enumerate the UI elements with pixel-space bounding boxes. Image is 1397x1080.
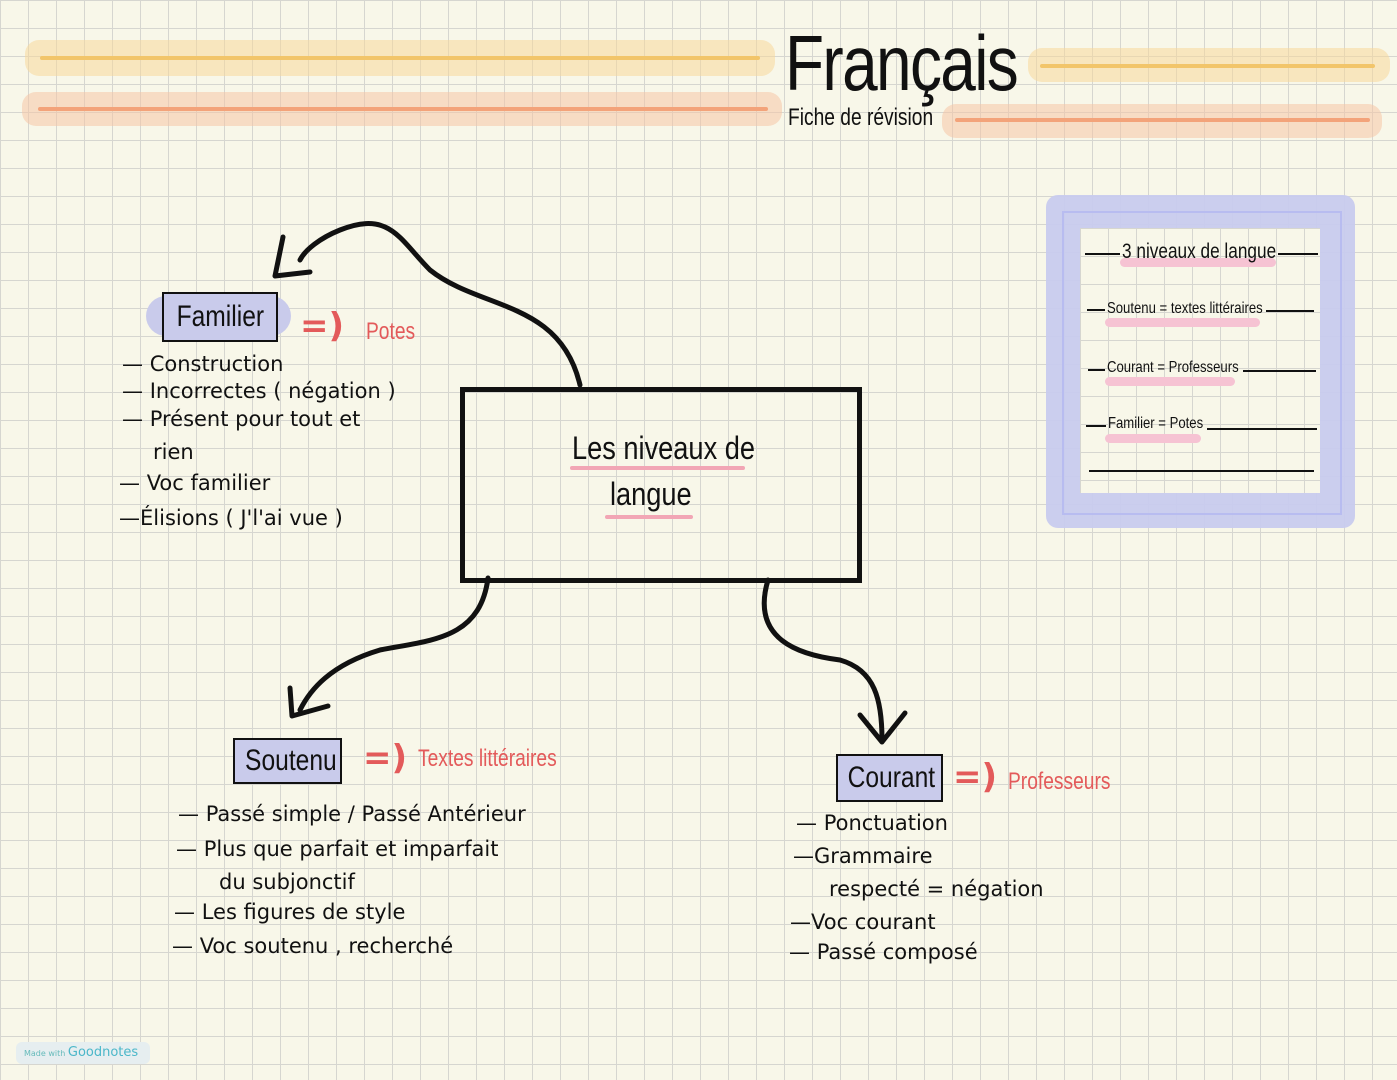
legend-rule [1207,428,1317,430]
goodnotes-badge: Made with Goodnotes [16,1042,150,1064]
courant-item: — Ponctuation [796,811,948,835]
familier-item: rien [153,440,194,464]
soutenu-item: — Les figures de style [174,900,406,924]
familier-box: Familier [162,292,278,342]
courant-item: respecté = négation [829,877,1044,901]
soutenu-meaning: Textes littéraires [418,745,557,772]
arrowhead-courant [857,710,908,745]
arrowhead-soutenu [287,685,331,719]
header-line [38,107,768,111]
highlight-underline [1120,258,1276,267]
legend-rule [1278,253,1318,255]
highlight-underline [1105,377,1235,386]
familier-item: — Voc familier [119,471,271,495]
header-line [955,118,1370,122]
legend-rule [1266,310,1314,312]
soutenu-box: Soutenu [233,738,342,784]
legend-rule [1087,309,1105,311]
soutenu-item: — Plus que parfait et imparfait [176,837,499,861]
legend-rule [1085,253,1120,255]
central-topic-line2: langue [610,476,692,512]
highlight-underline [605,515,693,519]
arrow-to-familier [297,221,583,388]
legend-rule [1243,370,1316,372]
familier-meaning: Potes [366,318,416,345]
legend-frame-border [1062,211,1342,515]
legend-row: Soutenu = textes littéraires [1107,300,1263,317]
legend-row: Courant = Professeurs [1107,359,1239,376]
familier-item: — Présent pour tout et [122,407,361,431]
legend-rule [1086,425,1106,427]
highlight-underline [570,466,745,470]
courant-item: —Voc courant [790,910,936,934]
courant-box: Courant [836,754,943,802]
familier-arrow: =) [300,306,345,346]
page-title: Français [785,19,1019,107]
courant-meaning: Professeurs [1008,768,1111,795]
legend-rule [1088,369,1105,371]
soutenu-item: — Passé simple / Passé Antérieur [178,802,526,826]
legend-row: Familier = Potes [1108,415,1204,432]
soutenu-arrow: =) [363,738,408,778]
legend-title: 3 niveaux de langue [1122,240,1277,263]
page-subtitle: Fiche de révision [788,104,934,131]
central-topic-box [460,387,862,583]
arrow-to-courant [761,577,885,743]
soutenu-item: du subjonctif [219,870,355,894]
arrow-to-soutenu [297,575,491,713]
legend-panel [1080,228,1320,493]
courant-item: — Passé composé [789,940,978,964]
highlight-underline [1105,318,1260,327]
familier-item: —Élisions ( J'l'ai vue ) [119,506,343,530]
header-line [1040,64,1375,68]
familier-item: — Construction [122,352,284,376]
courant-arrow: =) [953,757,998,797]
legend-rule [1089,470,1314,472]
soutenu-item: — Voc soutenu , recherché [172,934,454,958]
central-topic-line1: Les niveaux de [572,430,755,466]
familier-item: — Incorrectes ( négation ) [122,379,396,403]
highlight-underline [1105,434,1201,443]
arrowhead-familier [272,234,313,279]
header-line [40,56,760,60]
courant-item: —Grammaire [793,844,933,868]
